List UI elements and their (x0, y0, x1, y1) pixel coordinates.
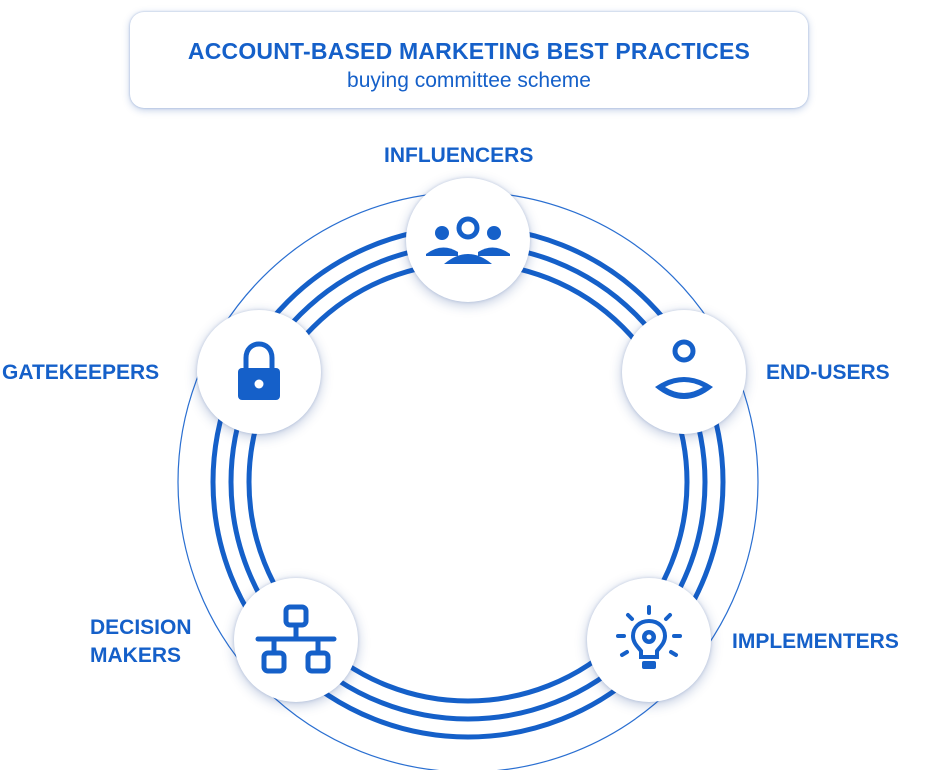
network-hierarchy-icon (255, 604, 337, 674)
label-end-users: END-USERS (766, 361, 890, 384)
node-implementers (587, 578, 711, 702)
label-decision-makers-line1: DECISION (90, 616, 192, 639)
padlock-icon (238, 341, 280, 400)
diagram-subtitle: buying committee scheme (347, 69, 591, 92)
node-end-users (622, 310, 746, 434)
group-icon (426, 216, 510, 264)
node-gatekeepers (197, 310, 321, 434)
node-influencers (406, 178, 530, 302)
label-implementers: IMPLEMENTERS (732, 630, 899, 653)
label-influencers: INFLUENCERS (384, 144, 534, 167)
label-decision-makers: DECISION MAKERS (90, 614, 192, 670)
lightbulb-gear-icon (616, 605, 682, 669)
label-gatekeepers: GATEKEEPERS (2, 361, 160, 384)
user-icon (655, 339, 713, 399)
diagram-title: ACCOUNT-BASED MARKETING BEST PRACTICES (187, 38, 751, 64)
title-card: ACCOUNT-BASED MARKETING BEST PRACTICES b… (130, 12, 808, 108)
label-decision-makers-line2: MAKERS (90, 644, 182, 667)
node-decision-makers (234, 578, 358, 702)
